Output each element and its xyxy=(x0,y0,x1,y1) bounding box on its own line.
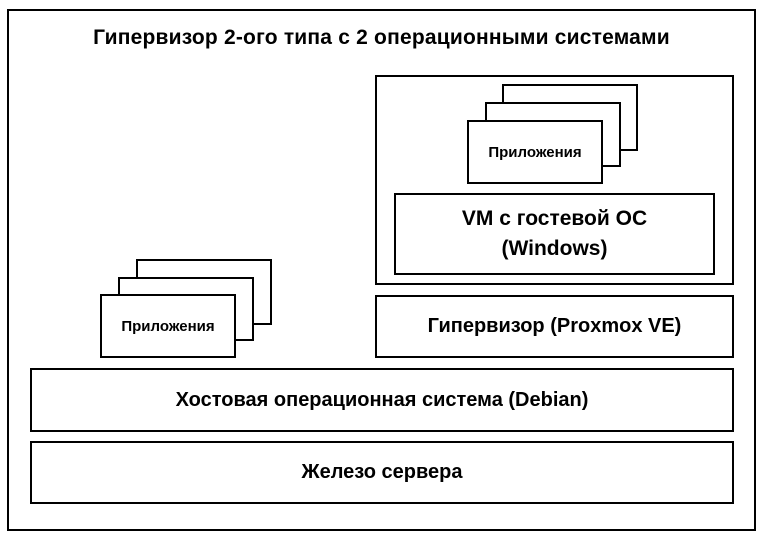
host-os-box: Хостовая операционная система (Debian) xyxy=(30,368,734,432)
vm-guest-os-box: VM с гостевой ОС (Windows) xyxy=(394,193,715,275)
hypervisor-label: Гипервизор (Proxmox VE) xyxy=(427,315,682,337)
right-apps-label: Приложения xyxy=(488,143,582,161)
left-apps-label: Приложения xyxy=(121,317,215,335)
host-os-label: Хостовая операционная система (Debian) xyxy=(175,388,589,411)
hardware-label: Железо сервера xyxy=(301,461,463,483)
vm-guest-os-line2: (Windows) xyxy=(501,237,608,260)
hypervisor-box: Гипервизор (Proxmox VE) xyxy=(375,295,734,358)
right-apps-card-front: Приложения xyxy=(467,120,603,184)
hardware-box: Железо сервера xyxy=(30,441,734,504)
diagram-title: Гипервизор 2-ого типа с 2 операционными … xyxy=(93,26,670,49)
vm-guest-os-line1: VM с гостевой ОС xyxy=(461,207,648,230)
left-apps-card-front: Приложения xyxy=(100,294,236,358)
